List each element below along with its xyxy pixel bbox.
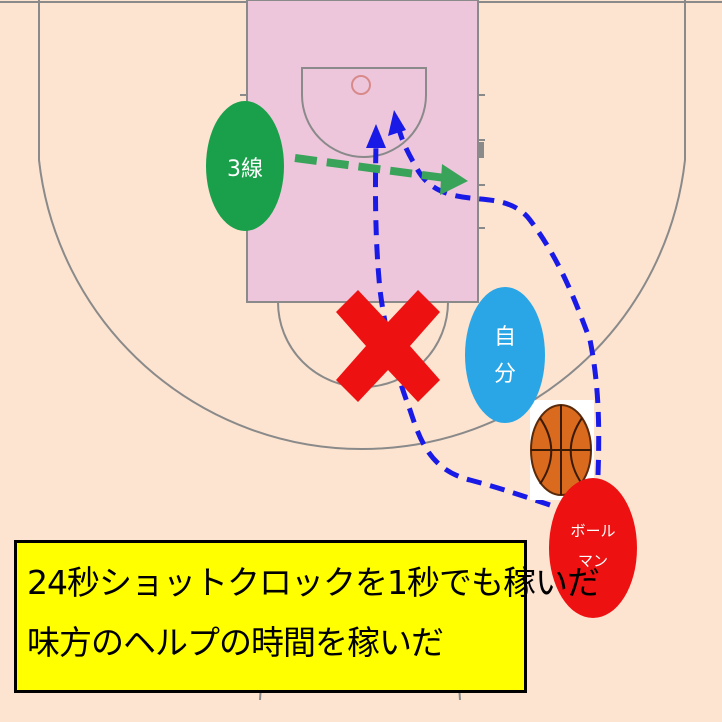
player-circle-green <box>206 101 284 231</box>
player-label-self-1: 自 <box>494 325 516 350</box>
ballman-cut-path <box>372 144 551 508</box>
block-x-mark <box>336 290 440 402</box>
pass-arrowhead <box>440 164 468 195</box>
x-mark <box>336 290 440 402</box>
player-circle-red <box>549 478 637 618</box>
hoop <box>351 75 371 95</box>
self-cut-path <box>395 124 602 476</box>
pass-line <box>294 154 468 195</box>
three-point-line <box>38 0 686 450</box>
arrowhead-2 <box>388 110 406 136</box>
movement-paths <box>372 124 602 508</box>
arrowhead-1 <box>366 124 386 148</box>
player-label-ballman-1: ボール <box>570 522 615 540</box>
player-self: 自 分 <box>465 287 545 423</box>
caption-line-1: 24秒ショットクロックを1秒でも稼いだ <box>27 563 600 602</box>
player-label-self-2: 分 <box>494 362 516 387</box>
movement-arrowheads <box>366 110 406 148</box>
restricted-area <box>301 67 427 158</box>
player-three-line: 3線 <box>206 101 284 231</box>
paint-area <box>246 0 479 303</box>
player-label-three-line: 3線 <box>227 157 263 182</box>
caption-line-2: 味方のヘルプの時間を稼いだ <box>27 623 444 662</box>
caption-box: 24秒ショットクロックを1秒でも稼いだ 味方のヘルプの時間を稼いだ <box>14 540 600 693</box>
player-ballman: ボール マン <box>549 478 637 618</box>
player-circle-blue <box>465 287 545 423</box>
player-label-ballman-2: マン <box>578 552 608 570</box>
pass-dash <box>294 154 446 182</box>
